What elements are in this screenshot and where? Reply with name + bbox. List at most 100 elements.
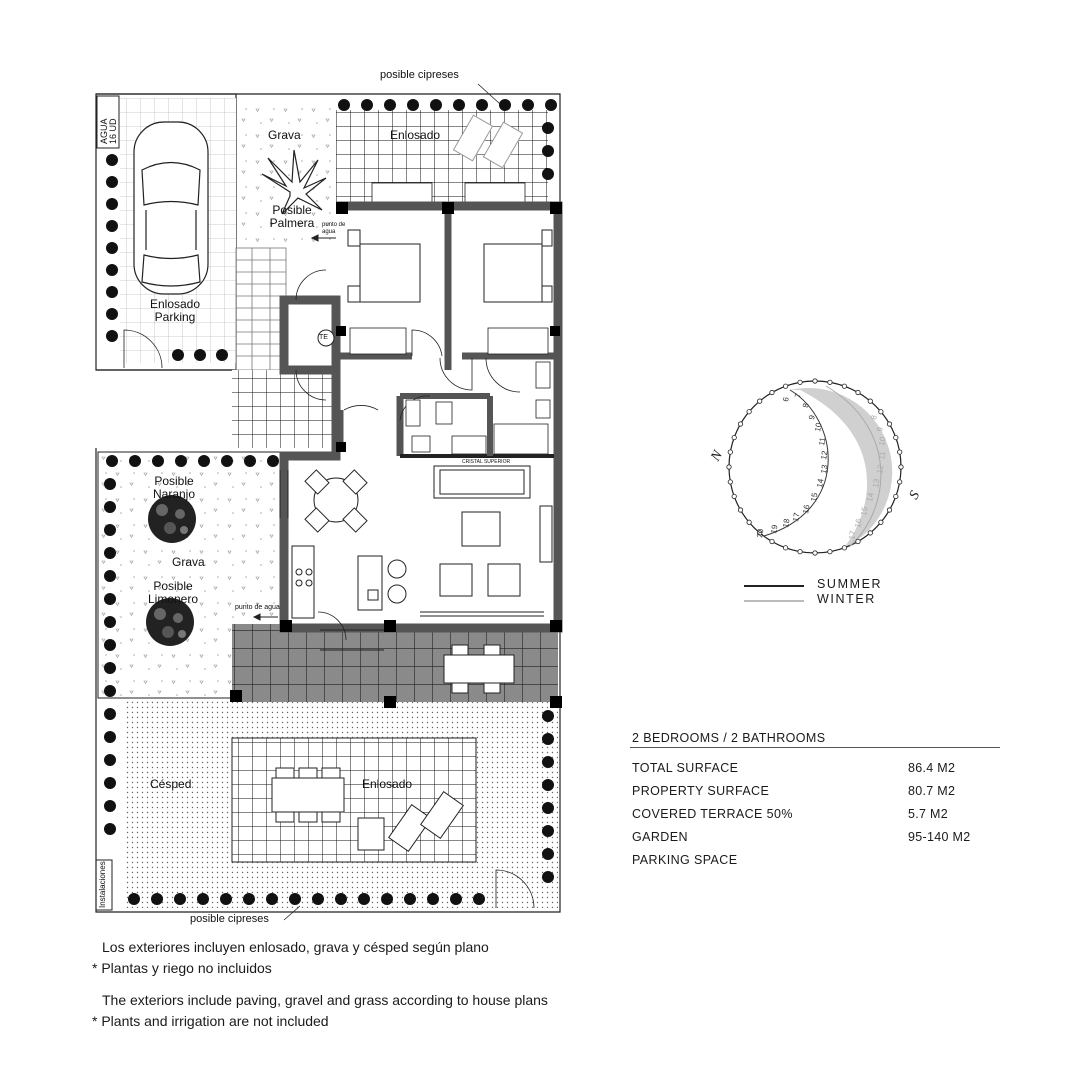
compass-ring-dot <box>769 538 775 545</box>
cypress-dot <box>104 616 116 628</box>
compass-ring-dot <box>797 379 803 385</box>
cypress-dot <box>407 99 419 111</box>
cypress-dot <box>104 754 116 766</box>
water-meter-box <box>96 95 120 149</box>
sun-hour-label: 17 <box>791 511 802 522</box>
summer-legend-line <box>744 585 804 587</box>
te-label: TE <box>319 334 328 341</box>
te-symbol <box>317 329 335 347</box>
cypress-dot <box>174 893 186 905</box>
compass-ring-dot <box>855 538 861 545</box>
compass-ring-dot <box>727 449 733 455</box>
compass-ring-dot <box>897 479 903 485</box>
spec-label-garden: GARDEN <box>632 830 688 844</box>
spec-label-covered-terrace: COVERED TERRACE 50% <box>632 807 793 821</box>
cypress-dot <box>243 893 255 905</box>
cypress-dot <box>404 893 416 905</box>
sun-hour-label: 18 <box>781 517 792 528</box>
cypress-dot <box>542 779 554 791</box>
cypress-dot <box>244 455 256 467</box>
orange-tree <box>148 495 196 543</box>
cypress-dot <box>542 733 554 745</box>
water-units: 16 UD <box>108 118 118 144</box>
palm-tree <box>261 149 327 215</box>
parking-label: Enlosado Parking <box>149 297 201 324</box>
cypress-dot <box>106 455 118 467</box>
lemon-tree <box>146 598 194 646</box>
cypress-dot <box>129 455 141 467</box>
cypress-dot <box>358 893 370 905</box>
cypress-dot <box>542 802 554 814</box>
spec-value-total-surface: 86.4 M2 <box>908 761 956 775</box>
sun-hour-label: 9 <box>875 426 885 432</box>
cypress-dot <box>104 800 116 812</box>
sun-hour-label: 12 <box>875 463 886 474</box>
cypress-dot <box>542 871 554 883</box>
outdoor-dining-set <box>271 767 464 852</box>
paving-bottom-label: Enlosado <box>362 777 413 791</box>
sun-hour-label: 16 <box>801 503 812 514</box>
spec-label-total-surface: TOTAL SURFACE <box>632 761 739 775</box>
compass-ring-dot <box>726 464 732 470</box>
cypress-dot <box>104 570 116 582</box>
cypress-dot <box>473 893 485 905</box>
cypress-dot <box>381 893 393 905</box>
compass-ring-dot <box>746 519 752 525</box>
cypress-dot <box>542 848 554 860</box>
compass-ring-dot <box>782 383 789 389</box>
cypress-dot <box>104 731 116 743</box>
cypress-dot <box>450 893 462 905</box>
specs-divider <box>630 747 1000 748</box>
dining-table <box>304 469 368 533</box>
cypress-dot <box>104 823 116 835</box>
cypress-dot <box>216 349 228 361</box>
compass-ring-dot <box>757 530 763 536</box>
compass-ring-dot <box>878 409 884 415</box>
bed-1 <box>347 229 421 303</box>
sun-hour-label: 11 <box>877 450 887 460</box>
compass-ring-dot <box>893 434 899 441</box>
cypress-dot <box>427 893 439 905</box>
cypress-dot <box>197 893 209 905</box>
lawn-label: Césped <box>150 777 192 791</box>
cypress-dot <box>499 99 511 111</box>
water-units-label: 16 UD <box>108 118 118 144</box>
cypress-dot <box>267 455 279 467</box>
sun-hour-label: 19 <box>769 523 780 534</box>
winter-legend-label: WINTER <box>817 592 876 606</box>
cypress-dots <box>104 99 557 905</box>
cypress-dot <box>542 168 554 180</box>
spec-label-parking-space: PARKING SPACE <box>632 853 738 867</box>
sun-hour-label: 13 <box>819 463 830 474</box>
sun-hour-label: 12 <box>819 449 830 460</box>
cypress-dot <box>335 893 347 905</box>
sun-hour-label: 11 <box>817 436 827 446</box>
cypress-dot <box>104 662 116 674</box>
cypress-dot <box>104 501 116 513</box>
compass-ring-dot <box>878 519 884 525</box>
note-en-line2: * Plants and irrigation are not included <box>92 1013 329 1029</box>
sun-shadow-area <box>790 387 893 548</box>
cypress-dot <box>453 99 465 111</box>
cypress-dot <box>104 524 116 536</box>
cypress-dot <box>266 893 278 905</box>
sun-hour-label: 14 <box>865 491 876 502</box>
sun-hour-label: 15 <box>859 505 870 516</box>
cypress-dot <box>221 455 233 467</box>
note-en-line1: The exteriors include paving, gravel and… <box>102 992 548 1008</box>
installations-label: Instalaciones <box>98 861 107 908</box>
stairs <box>235 247 287 371</box>
cypress-dot <box>361 99 373 111</box>
cypress-dot <box>172 349 184 361</box>
gravel-top <box>240 98 336 248</box>
compass-ring-dot <box>757 398 763 404</box>
compass-ring-dot <box>855 389 861 396</box>
compass-ring-dot <box>737 421 744 427</box>
cypress-dot <box>175 455 187 467</box>
compass-ring-dot <box>731 493 737 500</box>
cypress-dot <box>106 220 118 232</box>
compass-ring-dot <box>737 507 744 513</box>
spec-value-garden: 95-140 M2 <box>908 830 971 844</box>
sun-hour-label: 10 <box>813 421 824 432</box>
gravel-top-label: Grava <box>268 128 301 142</box>
